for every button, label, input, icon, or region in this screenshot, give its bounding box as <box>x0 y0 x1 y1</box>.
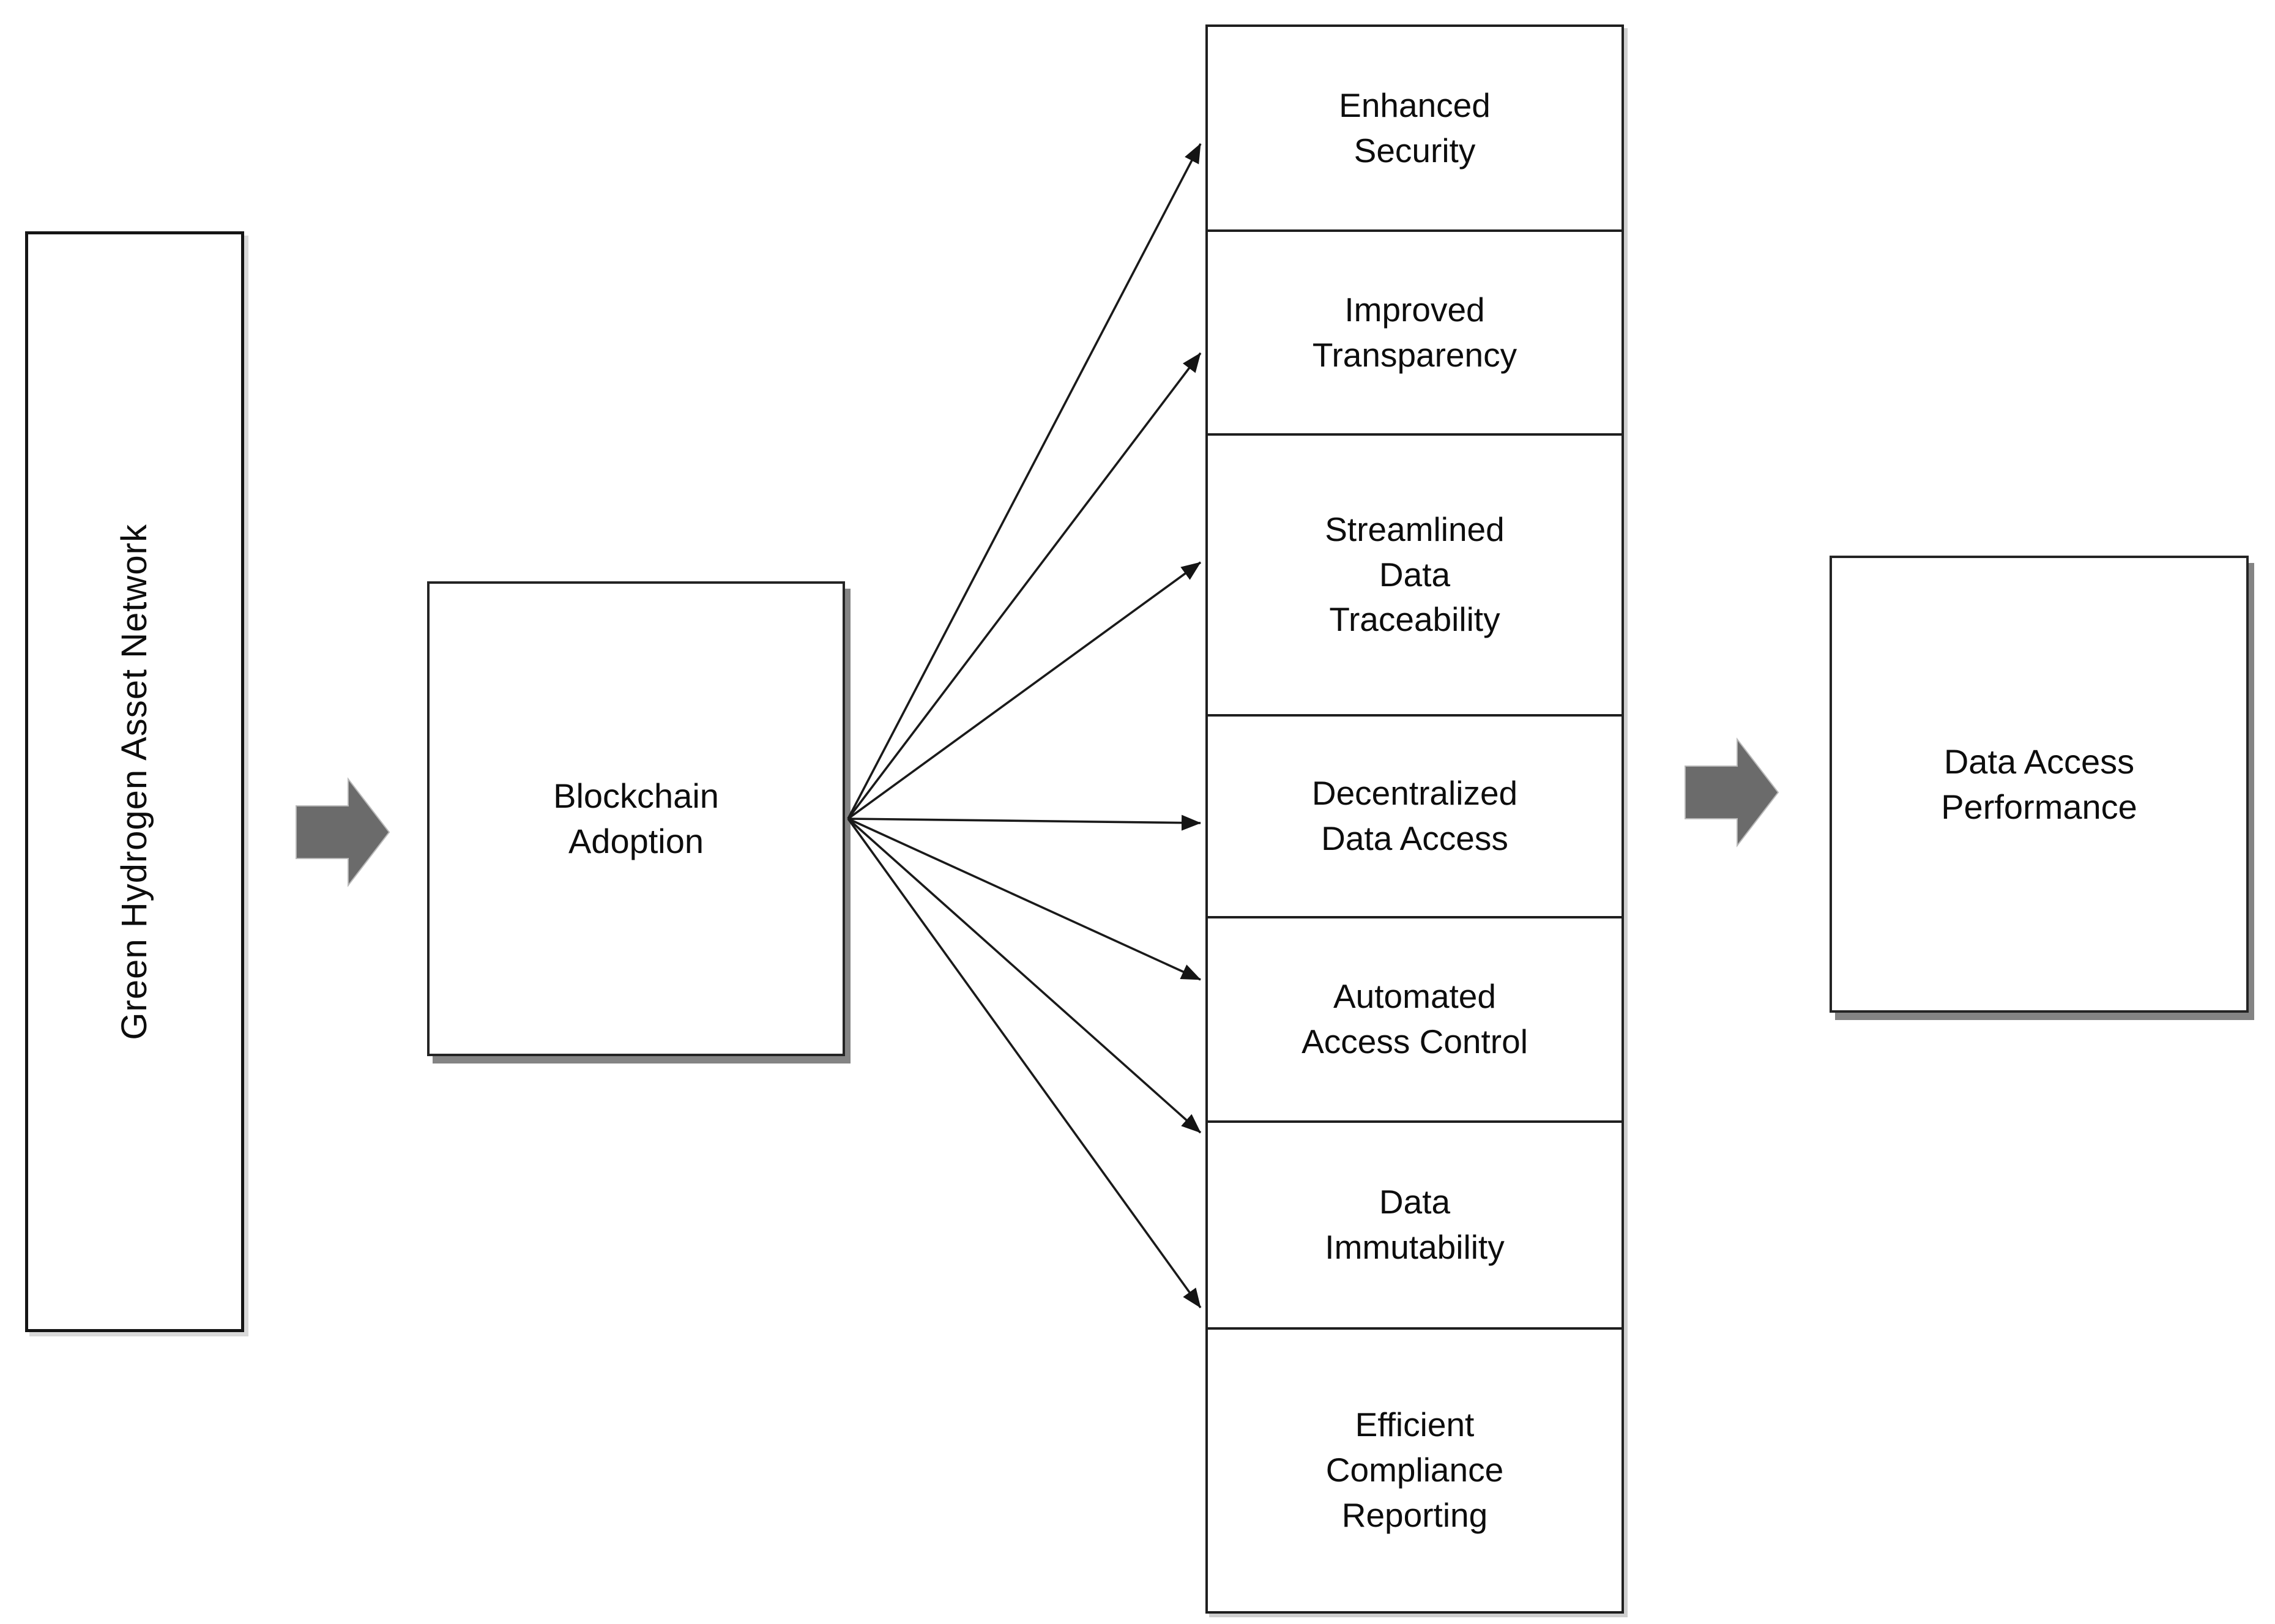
flow-arrow-right-icon <box>1685 737 1779 847</box>
benefit-label: Efficient Compliance Reporting <box>1325 1406 1504 1534</box>
benefit-label: Streamlined Data Traceability <box>1325 510 1505 639</box>
benefit-label: Improved Transparency <box>1312 290 1517 374</box>
benefit-label: Decentralized Data Access <box>1311 774 1518 857</box>
flow-arrow-left-icon <box>296 777 390 887</box>
source-box: Green Hydrogen Asset Network <box>25 231 244 1332</box>
benefit-box: Streamlined Data Traceability <box>1208 433 1622 714</box>
benefit-label: Automated Access Control <box>1301 977 1528 1060</box>
outcome-box: Data Access Performance <box>1830 556 2249 1013</box>
outcome-label: Data Access Performance <box>1941 742 2137 826</box>
mediator-box: Blockchain Adoption <box>427 581 845 1056</box>
benefit-box: Enhanced Security <box>1208 27 1622 229</box>
benefit-box: Automated Access Control <box>1208 916 1622 1120</box>
mediator-label: Blockchain Adoption <box>553 777 719 860</box>
benefits-column: Enhanced Security Improved Transparency … <box>1205 24 1624 1614</box>
benefit-box: Improved Transparency <box>1208 229 1622 433</box>
benefit-label: Data Immutability <box>1325 1183 1505 1266</box>
benefit-label: Enhanced Security <box>1339 86 1491 169</box>
benefit-box: Efficient Compliance Reporting <box>1208 1327 1622 1611</box>
benefit-box: Decentralized Data Access <box>1208 714 1622 916</box>
benefit-box: Data Immutability <box>1208 1120 1622 1327</box>
